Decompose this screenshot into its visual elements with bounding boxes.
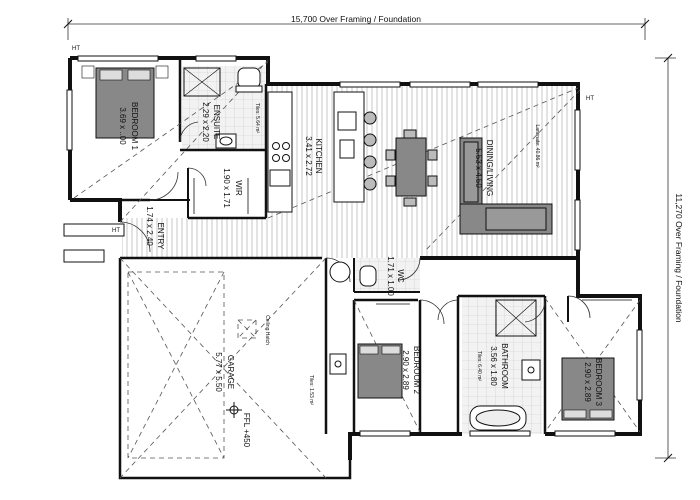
kitchen-island <box>333 91 377 203</box>
room-name-bedroom3: BEDROOM 3 <box>594 358 603 407</box>
windows <box>63 55 643 437</box>
ffl-datum-icon <box>226 402 242 418</box>
ensuite-fixtures <box>183 67 263 149</box>
room-size-wc: 1.71 x 1.00 <box>386 256 395 296</box>
room-name-kitchen: KITCHEN <box>314 138 323 173</box>
room-name-dining: DINING/LIVING <box>485 140 494 196</box>
room-size-bedroom2: 2.90 x 2.89 <box>401 350 410 390</box>
wc-fixtures <box>329 261 377 287</box>
room-name-bedroom2: BEDROOM 2 <box>412 346 421 395</box>
room-size-bedroom3: 2.90 x 2.89 <box>583 362 592 402</box>
width-dimension-label: 15,700 Over Framing / Foundation <box>291 14 421 24</box>
room-name-bedroom1: BEDROOM 1 <box>130 102 139 151</box>
room-name-entry: ENTRY <box>156 223 165 251</box>
room-size-entry: 1.74 x 2.40 <box>145 206 154 246</box>
laundry <box>329 353 347 375</box>
room-size-ensuite: 2.29 x 2.20 <box>201 102 210 142</box>
wardrobe-rails <box>193 178 632 305</box>
ffl-label: FFL +450 <box>242 413 251 448</box>
room-size-garage: 5.77 x 5.50 <box>214 352 223 392</box>
floor-dining: Laminate: 40.86 m² <box>534 124 540 167</box>
bed-1 <box>81 65 169 139</box>
room-name-ensuite: ENSUITE <box>212 105 221 140</box>
room-name-garage: GARAGE <box>226 355 235 389</box>
tiles-hall: Tiles: 1.53 m² <box>308 375 314 405</box>
room-name-wc: WC <box>396 269 405 283</box>
kitchen-bench <box>267 91 293 213</box>
room-size-wir: 1.90 x 1.71 <box>222 168 231 208</box>
room-size-dining: 5.53 x 4.50 <box>474 148 483 188</box>
garage-lines <box>73 59 641 479</box>
room-name-bathroom: BATHROOM <box>500 343 509 389</box>
bathroom-fixtures <box>469 299 541 431</box>
depth-dimension-label: 11,270 Over Framing / Foundation <box>674 193 684 323</box>
dining-table <box>385 129 438 207</box>
depth-dimension: 11,270 Over Framing / Foundation <box>655 53 684 463</box>
ht-marker: HT <box>72 46 80 52</box>
ht-marker: HT <box>586 96 594 102</box>
door-swings <box>119 121 591 325</box>
room-size-kitchen: 3.41 x 2.72 <box>304 136 313 176</box>
bed-3 <box>561 357 615 421</box>
ceiling-hatch-label: Ceiling Hatch <box>264 315 270 345</box>
bed-2 <box>357 343 403 399</box>
sofa <box>459 137 553 235</box>
tiles-ensuite: Tiles: 5.64 m² <box>254 103 260 133</box>
room-size-bathroom: 3.56 x 1.80 <box>489 346 498 386</box>
room-name-wir: WIR <box>234 180 243 196</box>
room-size-bedroom1: 3.69 x ..00 <box>118 107 127 145</box>
width-dimension: 15,700 Over Framing / Foundation <box>63 14 650 40</box>
tiles-bathroom: Tiles: 6.40 m² <box>476 351 482 381</box>
ht-marker: HT <box>112 228 120 234</box>
